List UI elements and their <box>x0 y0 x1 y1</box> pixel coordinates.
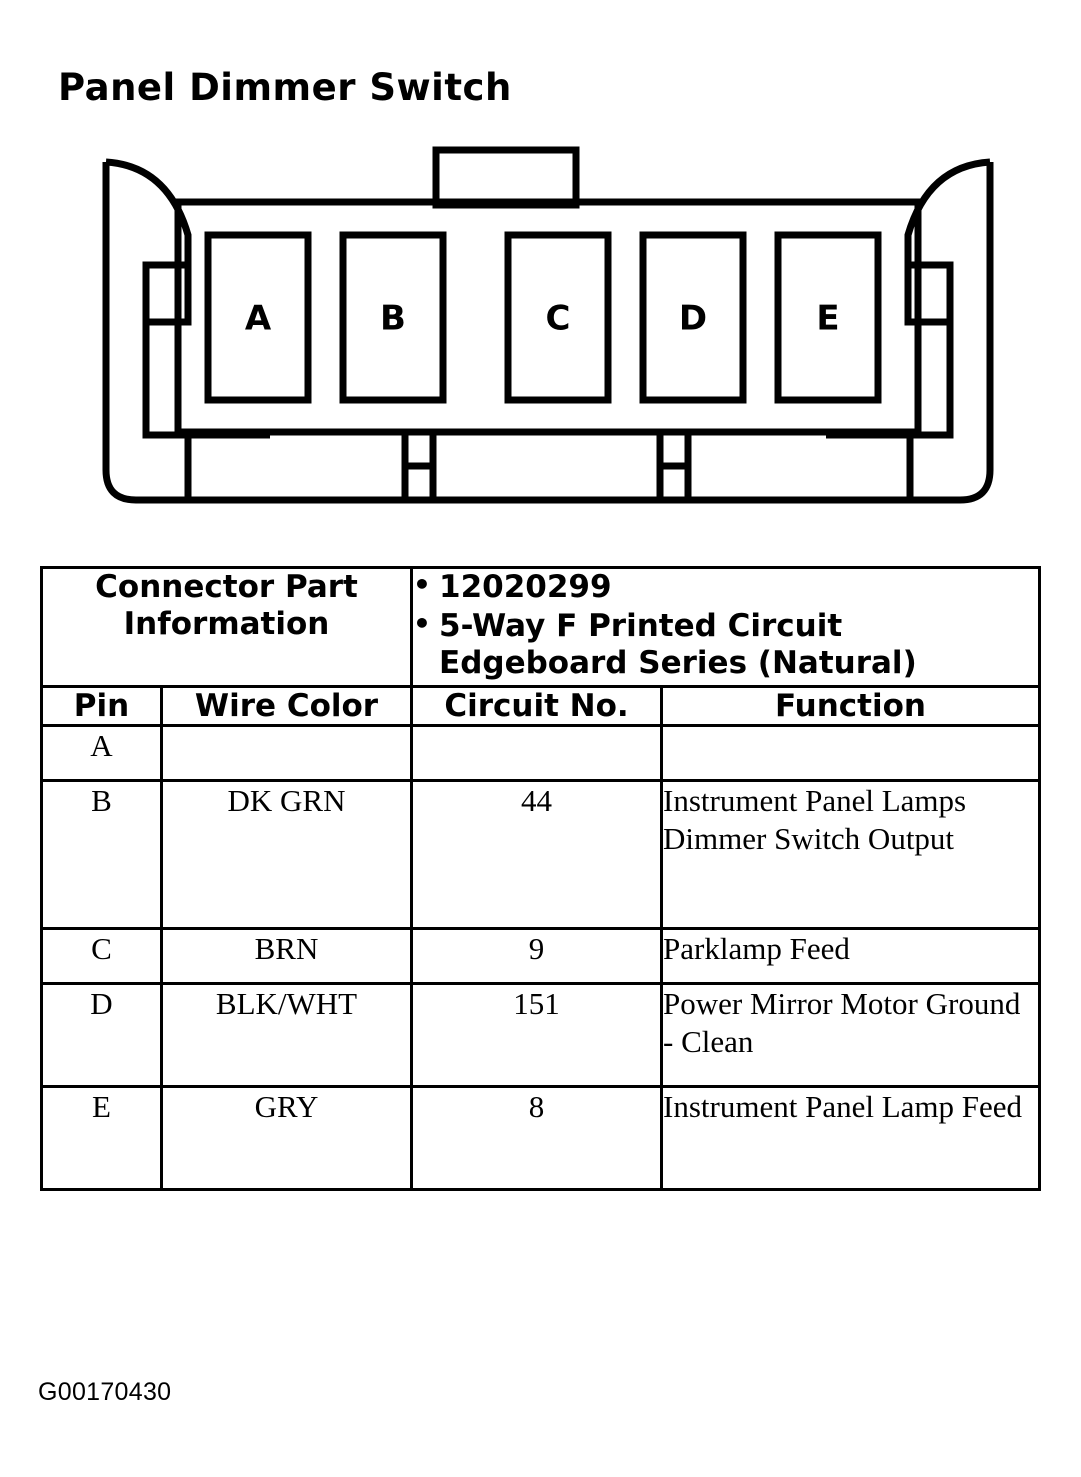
cell-pin: C <box>40 927 163 986</box>
cell-function: Power Mirror Motor Ground - Clean <box>660 982 1042 1089</box>
bottom-slot-right-upper <box>656 428 692 470</box>
connector-diagram: A B C D E <box>88 140 1008 520</box>
cell-circuit-no: 151 <box>410 982 664 1089</box>
pin-cavity-a <box>204 231 312 404</box>
table-row: D BLK/WHT 151 Power Mirror Motor Ground … <box>40 982 1042 1089</box>
pin-label-c: C <box>546 299 571 339</box>
cell-pin: B <box>40 779 163 931</box>
connector-part-information-label: Connector Part Information <box>39 566 414 688</box>
cell-pin: E <box>40 1085 163 1192</box>
cell-function <box>660 724 1042 783</box>
cell-wire-color: DK GRN <box>159 779 414 931</box>
bottom-slot-left-lower <box>401 462 437 504</box>
latch-slot-left <box>142 261 192 326</box>
cell-circuit-no <box>410 724 664 783</box>
cell-function: Parklamp Feed <box>660 927 1042 986</box>
column-header-function: Function <box>660 684 1042 728</box>
column-header-circuit-no: Circuit No. <box>410 684 664 728</box>
figure-code: G00170430 <box>38 1378 172 1406</box>
cell-circuit-no: 44 <box>410 779 664 931</box>
column-header-pin: Pin <box>40 684 163 728</box>
table-row: A <box>40 724 1042 783</box>
table-row: B DK GRN 44 Instrument Panel Lamps Dimme… <box>40 779 1042 931</box>
pin-label-a: A <box>245 299 272 339</box>
connector-part-information-row: Connector Part Information 12020299 5-Wa… <box>39 566 1042 688</box>
connector-series-description: 5-Way F Printed Circuit Edgeboard Series… <box>413 607 1038 682</box>
top-keying-tab <box>432 146 580 209</box>
cell-function: Instrument Panel Lamps Dimmer Switch Out… <box>660 779 1042 931</box>
cell-pin: A <box>40 724 163 783</box>
cell-circuit-no: 9 <box>410 927 664 986</box>
pin-label-d: D <box>679 299 707 339</box>
bottom-skirt-right <box>684 428 914 504</box>
shell-right-wing <box>888 162 994 504</box>
pin-label-e: E <box>816 299 839 339</box>
cell-pin: D <box>40 982 163 1089</box>
table-header-row: Pin Wire Color Circuit No. Function <box>40 684 1042 728</box>
latch-right-arm <box>826 322 954 439</box>
pin-cavity-d <box>639 231 747 404</box>
connector-part-number: 12020299 <box>413 568 1038 606</box>
bottom-slot-left-upper <box>401 428 437 470</box>
pin-table: Connector Part Information 12020299 5-Wa… <box>39 566 1042 1192</box>
bottom-skirt-center <box>429 428 664 504</box>
table-row: C BRN 9 Parklamp Feed <box>40 927 1042 986</box>
pin-label-b: B <box>380 299 406 339</box>
cell-wire-color: BRN <box>159 927 414 986</box>
bottom-slot-right-lower <box>656 462 692 504</box>
latch-left-curve <box>105 158 192 265</box>
column-header-wire-color: Wire Color <box>159 684 414 728</box>
cell-wire-color: BLK/WHT <box>159 982 414 1089</box>
latch-right-curve <box>904 158 991 265</box>
cell-wire-color: GRY <box>159 1085 414 1192</box>
table-row: E GRY 8 Instrument Panel Lamp Feed <box>40 1085 1042 1192</box>
latch-slot-right <box>904 261 954 326</box>
cell-function: Instrument Panel Lamp Feed <box>660 1085 1042 1192</box>
cell-wire-color <box>159 724 414 783</box>
bottom-skirt-left <box>184 428 409 504</box>
connector-part-information-values: 12020299 5-Way F Printed Circuit Edgeboa… <box>410 566 1042 688</box>
page-title: Panel Dimmer Switch <box>58 66 512 109</box>
pin-cavity-e <box>774 231 882 404</box>
cell-circuit-no: 8 <box>410 1085 664 1192</box>
shell-left-wing <box>102 162 208 504</box>
pin-cavity-b <box>339 231 447 404</box>
pin-cavity-c <box>504 231 612 404</box>
